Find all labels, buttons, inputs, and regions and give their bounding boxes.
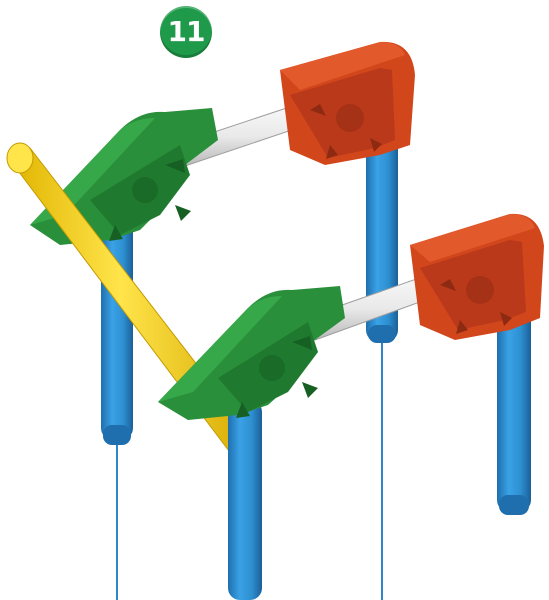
step-number-badge: 11 [160,6,212,58]
step-number: 11 [168,18,205,46]
red-connector-front [410,214,544,340]
blue-rod-front-left [228,400,262,600]
red-connector-back [280,42,415,165]
blue-rod-back-left [101,205,133,445]
